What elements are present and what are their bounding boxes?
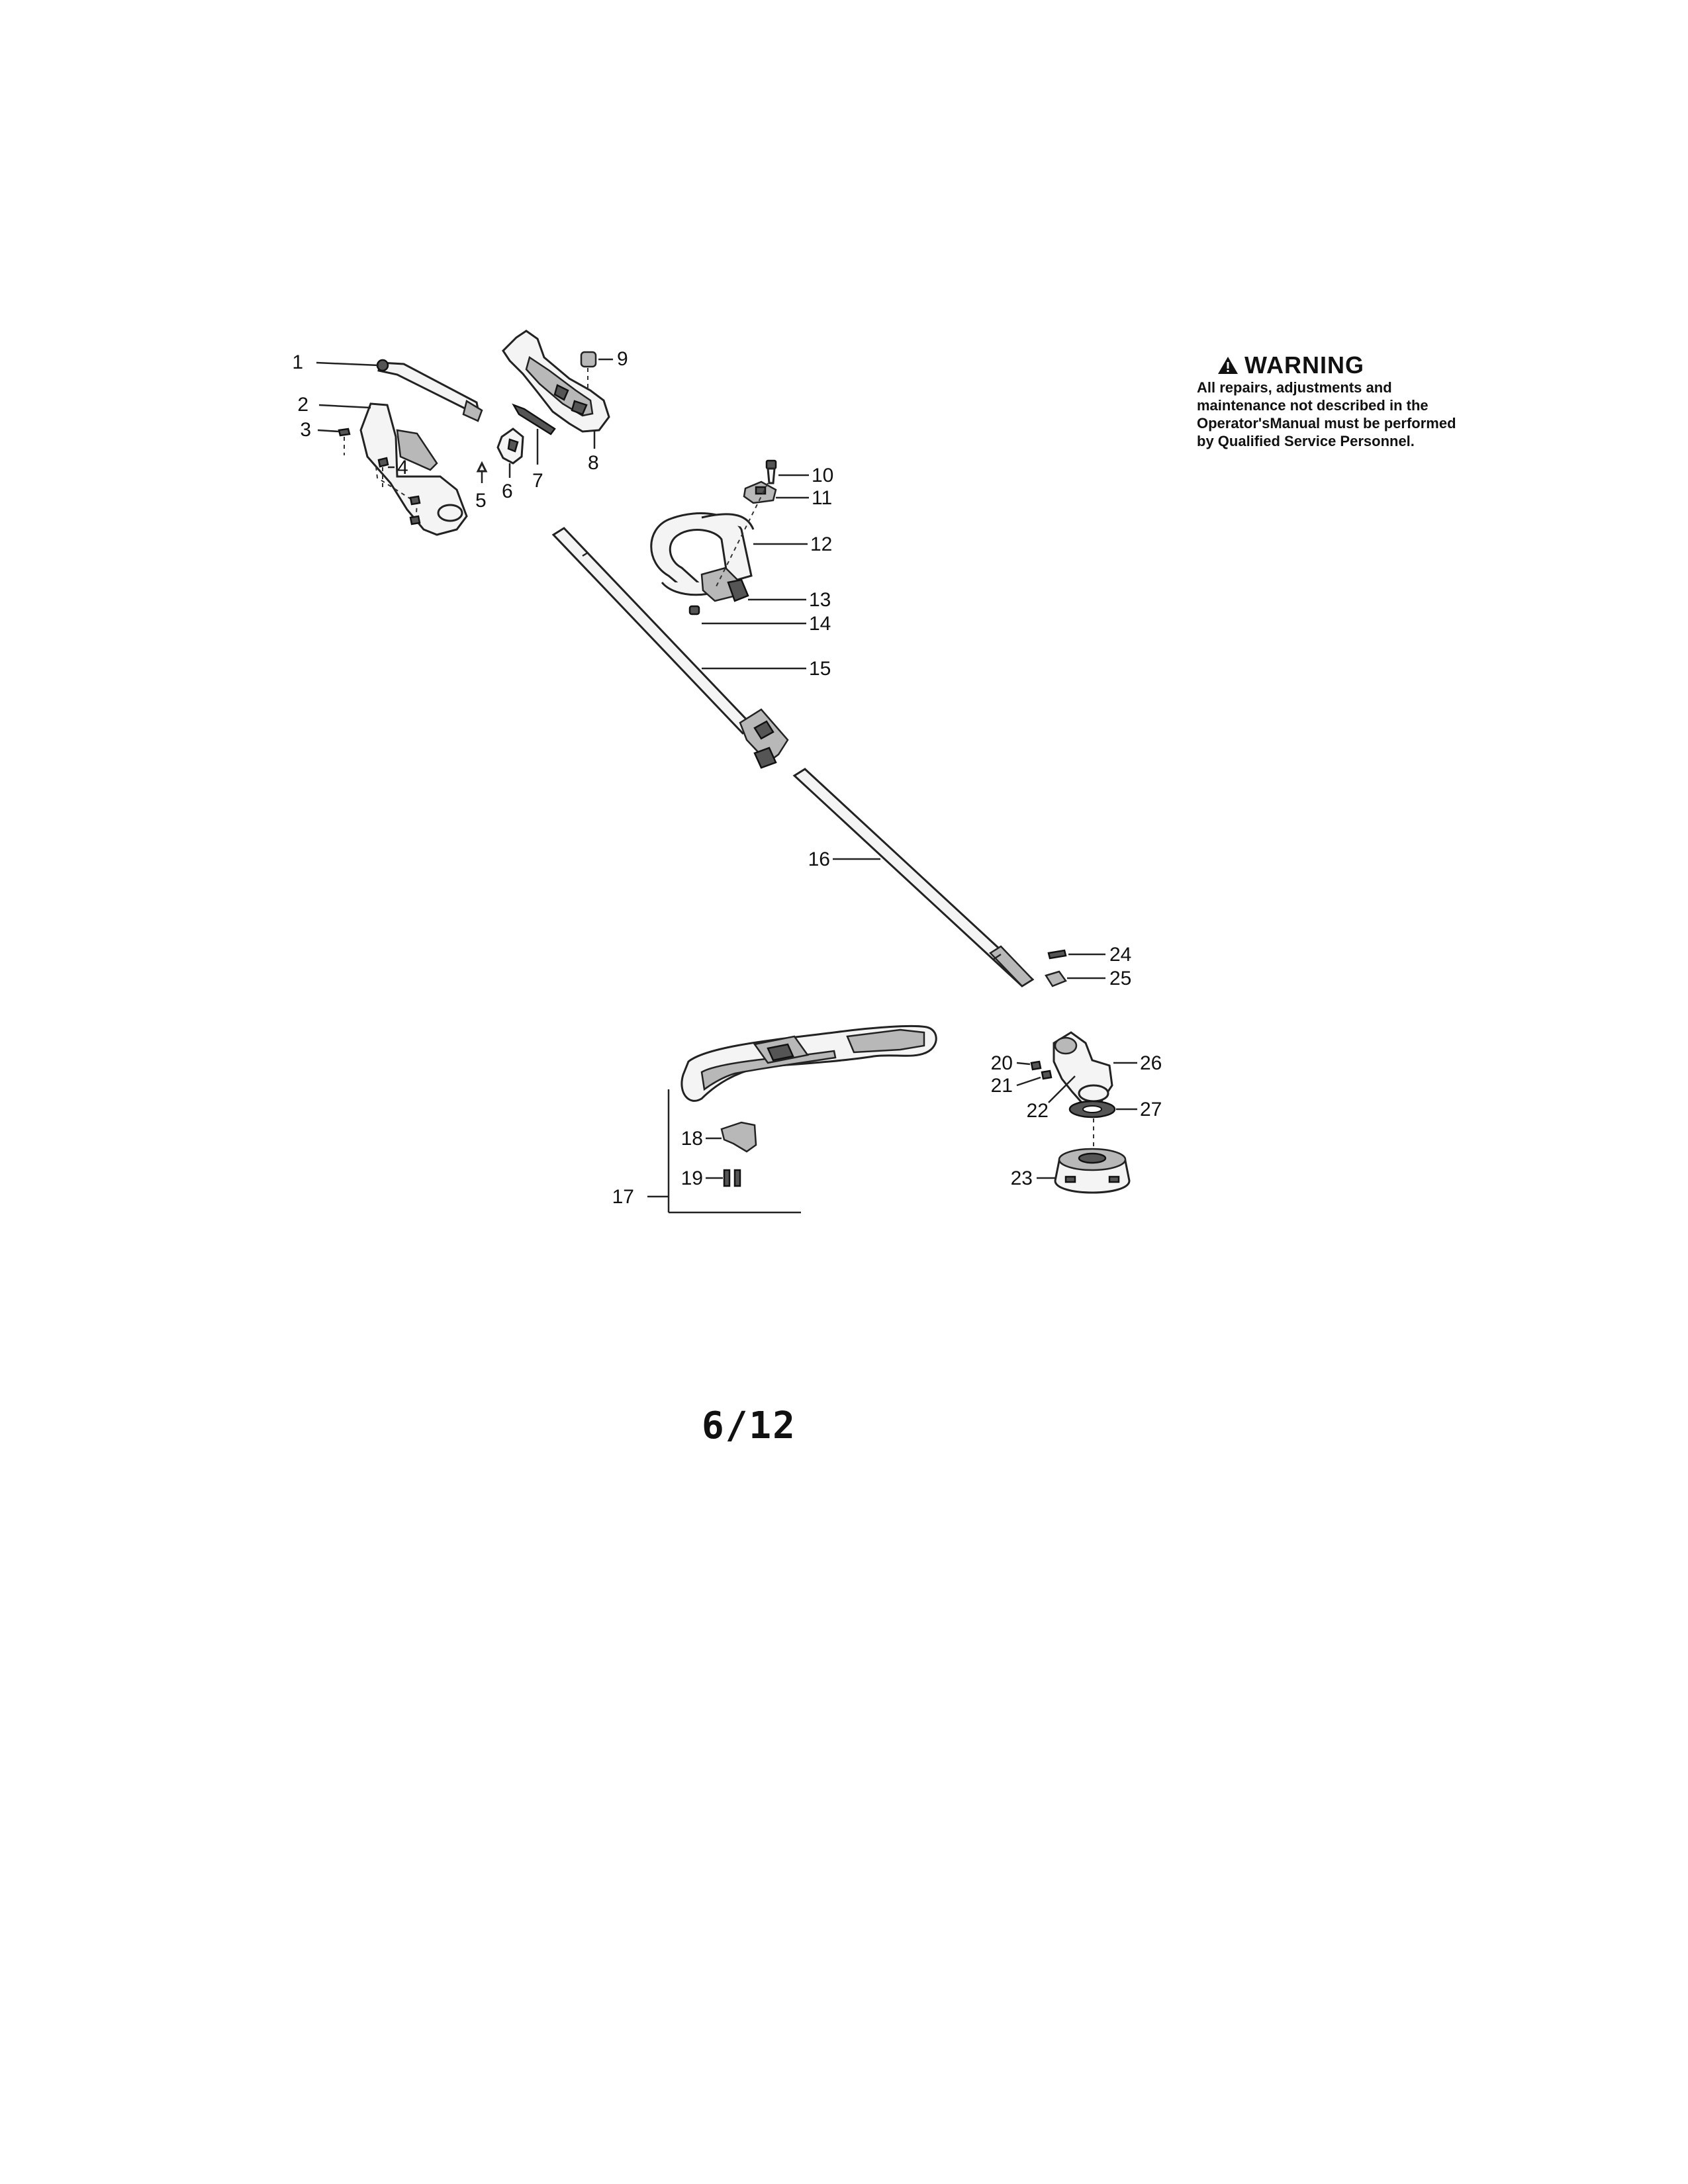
- part-11-clamp-top: [743, 480, 777, 504]
- callout-15: 15: [809, 658, 831, 680]
- part-17-guard-bracket: [647, 1089, 801, 1214]
- part-4-screw: [377, 457, 389, 490]
- part-20-screw: [1030, 1060, 1042, 1071]
- callout-12: 12: [810, 533, 832, 555]
- callout-23: 23: [1011, 1167, 1033, 1189]
- part-8-handle-housing: [502, 330, 610, 449]
- guard-shell: [680, 1024, 937, 1102]
- part-screw-lower: [409, 495, 421, 525]
- part-15-upper-shaft: [551, 527, 789, 769]
- page-number: 6/12: [702, 1404, 796, 1447]
- callout-20: 20: [991, 1052, 1013, 1074]
- part-1-throttle-cable: [376, 359, 483, 422]
- callout-14: 14: [809, 613, 831, 635]
- callout-11: 11: [812, 487, 832, 509]
- part-9-nut: [580, 351, 597, 390]
- leader-21: [1016, 1076, 1041, 1087]
- warning-title-row: WARNING: [1197, 353, 1462, 377]
- callout-3: 3: [300, 419, 311, 441]
- callout-5: 5: [475, 490, 487, 512]
- part-14-nut: [688, 605, 700, 615]
- warning-notice: WARNING All repairs, adjustments and mai…: [1197, 353, 1462, 450]
- part-13-clamp-bottom: [700, 482, 769, 602]
- part-7-spring-wire: [512, 403, 556, 465]
- callout-21: 21: [991, 1075, 1013, 1097]
- leader-20: [1016, 1062, 1031, 1066]
- part-18-line-blade: [720, 1121, 757, 1153]
- leader-2: [318, 404, 371, 409]
- callout-6: 6: [502, 480, 513, 502]
- callout-8: 8: [588, 452, 599, 474]
- callout-26: 26: [1140, 1052, 1162, 1074]
- warning-title: WARNING: [1244, 351, 1364, 379]
- part-2-rear-grip: [359, 402, 468, 536]
- part-6-throttle-trigger: [496, 428, 524, 478]
- callout-16: 16: [808, 848, 830, 870]
- part-21-nut: [1041, 1069, 1053, 1080]
- callout-22: 22: [1027, 1100, 1049, 1122]
- part-5-spring: [476, 461, 488, 483]
- leader-22: [1048, 1075, 1076, 1103]
- callout-19: 19: [681, 1167, 703, 1189]
- leader-3: [317, 429, 340, 433]
- callout-7: 7: [532, 470, 543, 492]
- callout-27: 27: [1140, 1099, 1162, 1120]
- callout-4: 4: [397, 457, 408, 478]
- part-3-screw: [338, 428, 351, 455]
- callout-18: 18: [681, 1128, 703, 1150]
- part-16-lower-shaft: [792, 768, 1035, 987]
- dashed-assembly-line-handle: [375, 466, 418, 523]
- callout-1: 1: [292, 351, 303, 373]
- part-19-screws: [723, 1169, 741, 1187]
- warning-triangle-icon: [1218, 357, 1238, 374]
- callout-25: 25: [1109, 968, 1131, 989]
- callout-13: 13: [809, 589, 831, 611]
- part-26-gearbox: [1053, 1031, 1113, 1113]
- callout-17: 17: [612, 1186, 634, 1208]
- warning-text: All repairs, adjustments and maintenance…: [1197, 379, 1456, 449]
- part-27-washer: [1068, 1100, 1116, 1152]
- callout-2: 2: [297, 394, 308, 416]
- part-25-clip: [1045, 970, 1067, 987]
- callout-9: 9: [617, 348, 628, 370]
- callout-10: 10: [812, 465, 833, 486]
- callout-24: 24: [1109, 944, 1131, 966]
- part-10-bolt: [765, 459, 777, 484]
- part-23-trimmer-head: [1054, 1148, 1131, 1194]
- part-24-bolt: [1047, 949, 1067, 960]
- leader-1: [316, 361, 379, 367]
